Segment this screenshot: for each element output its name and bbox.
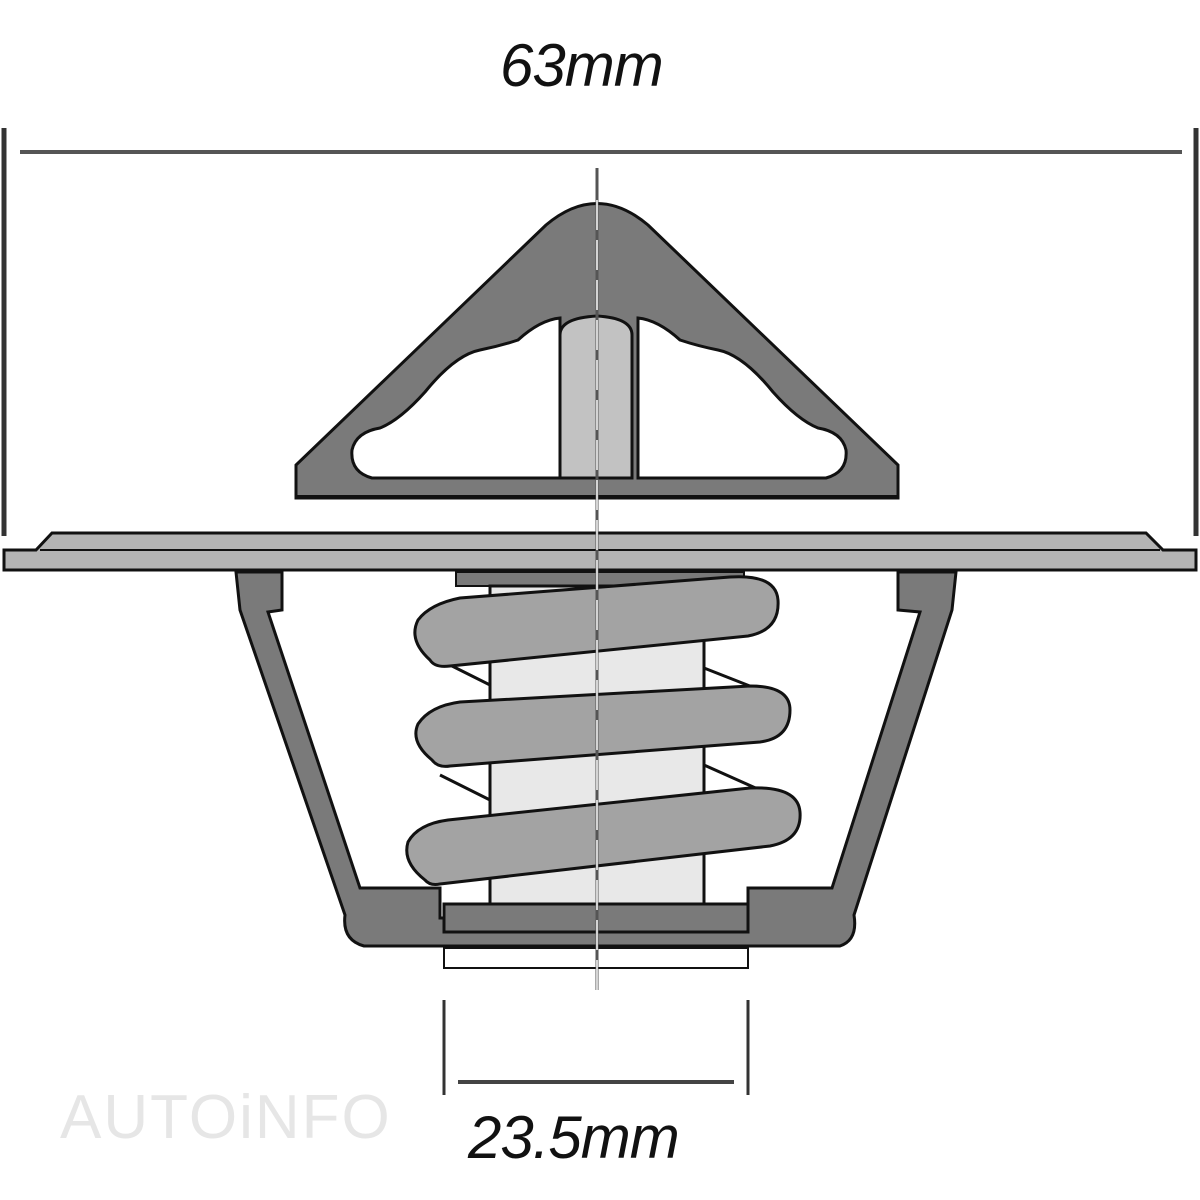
overall-width-label: 63mm <box>500 32 664 99</box>
valve-diameter-label: 23.5mm <box>468 1104 680 1171</box>
valve-diameter-dimension <box>442 1000 750 1095</box>
overall-width-dimension <box>1 128 1199 536</box>
watermark: AUTOiNFO <box>60 1083 392 1152</box>
flange <box>2 531 1198 572</box>
spring <box>405 575 802 886</box>
